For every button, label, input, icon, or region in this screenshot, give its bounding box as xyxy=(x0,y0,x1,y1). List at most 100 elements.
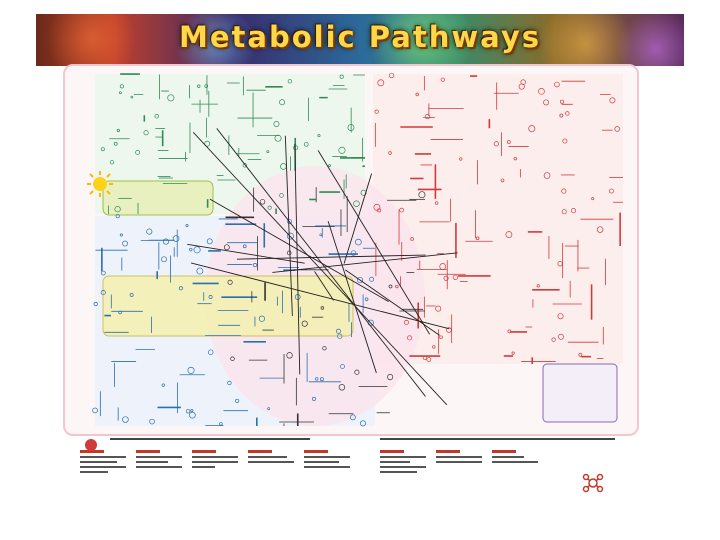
pathway-mark xyxy=(388,72,395,79)
pathway-mark xyxy=(536,284,540,288)
pathway-mark xyxy=(273,121,280,128)
pathway-map xyxy=(92,72,623,427)
pathway-mark xyxy=(578,352,583,357)
pathway-mark xyxy=(418,191,426,199)
connector-line xyxy=(317,150,431,335)
legend-block xyxy=(304,450,350,471)
connector-line xyxy=(192,131,448,406)
pathway-mark xyxy=(507,140,511,144)
pathway-mark xyxy=(230,356,235,361)
pathway-mark xyxy=(317,134,321,138)
pathway-mark xyxy=(109,160,115,165)
pathway-mark xyxy=(161,256,167,263)
pathway-mark xyxy=(208,295,213,299)
pathway-mark xyxy=(154,114,159,119)
pathway-mark xyxy=(410,237,414,241)
pathway-mark xyxy=(511,351,515,355)
legend-block xyxy=(248,450,294,466)
pathway-mark xyxy=(440,77,445,82)
pathway-mark xyxy=(287,79,293,84)
pathway-mark xyxy=(443,275,449,281)
pathway-mark xyxy=(119,233,123,237)
pathway-mark xyxy=(407,335,413,341)
pathway-mark xyxy=(355,238,362,246)
pathway-mark xyxy=(113,141,118,146)
pathway-mark xyxy=(122,240,128,247)
pathway-mark xyxy=(135,150,141,155)
pathway-mark xyxy=(143,130,149,136)
pathway-mark xyxy=(557,313,564,320)
connector-line xyxy=(236,254,426,260)
pathway-mark xyxy=(388,151,392,155)
pathway-mark xyxy=(520,79,526,85)
pathway-mark xyxy=(399,207,404,213)
pathway-mark xyxy=(93,302,98,307)
pathway-mark xyxy=(242,163,248,168)
pathway-mark xyxy=(219,422,223,426)
connector-line xyxy=(327,221,377,374)
pathway-mark xyxy=(439,263,447,270)
pathway-mark xyxy=(227,380,232,386)
pathway-mark xyxy=(119,84,124,89)
pathway-mark xyxy=(561,209,567,215)
key-box xyxy=(542,363,618,423)
pathway-mark xyxy=(357,276,364,284)
pathway-mark xyxy=(279,99,286,106)
pathway-mark xyxy=(338,146,346,154)
pathway-mark xyxy=(359,420,366,427)
pathway-mark xyxy=(403,319,409,325)
pathway-mark xyxy=(507,329,512,334)
connector-line xyxy=(294,143,301,375)
title-banner: Metabolic Pathways xyxy=(36,14,684,66)
pathway-mark xyxy=(322,346,327,351)
pathway-mark xyxy=(286,250,292,256)
pathway-mark xyxy=(591,197,595,201)
pathway-mark xyxy=(493,141,499,147)
pathway-mark xyxy=(350,250,357,256)
pathway-mark xyxy=(475,236,480,241)
pathway-mark xyxy=(122,416,129,423)
pathway-mark xyxy=(286,232,294,240)
pathway-mark xyxy=(115,214,120,219)
pathway-mark xyxy=(167,94,175,102)
pathway-mark xyxy=(178,286,183,291)
pathway-mark xyxy=(258,315,266,322)
connector-line xyxy=(272,252,458,273)
pathway-mark xyxy=(189,411,196,419)
legend-block xyxy=(80,450,126,476)
connector-line xyxy=(284,135,293,316)
pathway-mark xyxy=(439,335,443,340)
pathway-mark xyxy=(543,172,551,179)
pathway-mark xyxy=(364,297,369,302)
pathway-mark xyxy=(558,333,564,340)
pathway-mark xyxy=(562,138,568,144)
pathway-mark xyxy=(206,238,213,245)
pathway-mark xyxy=(161,383,165,387)
pathway-mark xyxy=(565,111,570,116)
pathway-mark xyxy=(118,91,122,95)
legend-area xyxy=(80,436,620,496)
pathway-mark xyxy=(554,81,560,88)
pathway-mark xyxy=(570,208,577,214)
pathway-mark xyxy=(557,261,563,267)
legend-block xyxy=(492,450,538,466)
pathway-mark xyxy=(101,270,106,276)
pathway-mark xyxy=(149,418,155,425)
banner-title: Metabolic Pathways xyxy=(179,20,541,54)
pathway-mark xyxy=(235,398,240,403)
pathway-mark xyxy=(204,140,211,147)
pathway-mark xyxy=(100,147,105,152)
pathway-mark xyxy=(196,267,204,275)
pathway-mark xyxy=(559,99,565,104)
pathway-mark xyxy=(513,156,518,161)
pathway-mark xyxy=(227,279,233,285)
pathway-mark xyxy=(129,293,134,297)
pathway-mark xyxy=(432,345,436,349)
pathway-mark xyxy=(424,113,431,120)
connector-line xyxy=(187,243,305,264)
pathway-mark xyxy=(338,384,346,391)
connector-line xyxy=(343,173,373,264)
pathway-mark xyxy=(452,274,458,280)
pathway-mark xyxy=(279,193,284,198)
pathway-mark xyxy=(609,188,614,194)
